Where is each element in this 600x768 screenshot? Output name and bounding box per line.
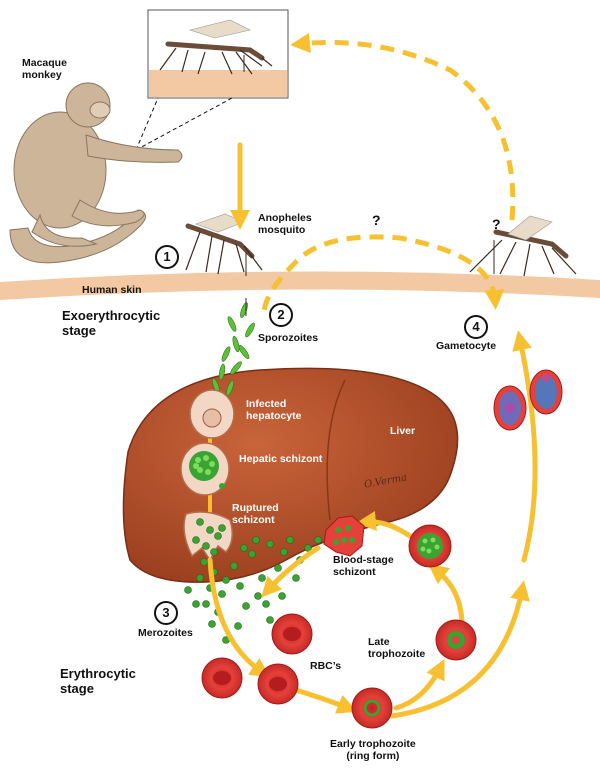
merozoite-dot [192,536,200,544]
label-exo-stage: Exoerythrocytic stage [62,308,161,338]
merozoite-dot [218,590,226,598]
step-1-badge: 1 [155,245,179,269]
merozoite-dot [240,544,248,552]
merozoite-dot [202,542,210,550]
step-3-badge: 3 [154,601,178,625]
rbc-2 [257,663,299,705]
merozoite-dot [214,532,222,540]
merozoite-dot [248,550,256,558]
rbc-1 [271,613,313,655]
rbc-merozoite [201,657,243,699]
rbc-group [201,515,477,729]
dashed-arrows [261,33,516,313]
merozoite-dot [196,574,204,582]
macaque-monkey [9,82,183,264]
human-skin-band [0,271,600,300]
merozoite-dot [206,526,214,534]
merozoite-dot [258,574,266,582]
merozoite-dot [230,562,238,570]
label-hepatic-schizont: Hepatic schizont [239,453,323,465]
late-trophozoite-cell [435,619,477,661]
ruptured-schizont [183,511,233,562]
label-macaque: Macaque monkey [22,57,67,81]
step-4-badge: 4 [464,315,488,339]
merozoite-dot [196,518,204,526]
step-2-badge: 2 [269,303,293,327]
merozoite-dot [278,592,286,600]
mosquito-inset [147,9,289,99]
merozoite-dot [234,622,242,630]
merozoite-dot [210,548,218,556]
label-infected-hepatocyte: Infected hepatocyte [246,398,302,422]
merozoite-dot [292,574,300,582]
gametocytes [493,369,563,431]
merozoite-dot [280,548,288,556]
anopheles-mosquito-2 [469,215,577,277]
rupturing-rbc [323,515,365,557]
merozoite-dot [274,564,282,572]
liver-lobe-line [326,379,346,521]
question-mark-left: ? [372,212,381,228]
hepatic-schizont [180,442,230,496]
merozoite-dot [286,536,294,544]
label-human-skin: Human skin [82,284,142,296]
merozoite-dot [252,536,260,544]
infected-hepatocyte [189,389,235,439]
merozoite-dot [254,592,262,600]
merozoite-dot [184,586,192,594]
anopheles-mosquito-1 [185,213,263,276]
cycle-arrows [207,142,538,719]
merozoite-dot [266,540,274,548]
merozoite-dot [192,600,200,608]
label-rbcs: RBC’s [310,660,342,672]
merozoite-dot [304,544,312,552]
merozoite-dot [242,602,250,610]
merozoite-dot [200,558,208,566]
label-merozoites: Merozoites [138,627,193,639]
merozoite-dot [208,620,216,628]
label-late-trophozoite: Late trophozoite [368,636,426,660]
label-ruptured-schizont: Ruptured schizont [232,502,279,526]
merozoite-dot [222,576,230,584]
merozoite-dot [314,536,322,544]
label-erythrocytic-stage: Erythrocytic stage [60,666,136,696]
label-anopheles: Anopheles mosquito [258,212,312,236]
label-gametocyte: Gametocyte [436,340,497,352]
label-liver: Liver [390,425,416,437]
question-mark-right: ? [492,216,501,232]
merozoite-dot [218,524,226,532]
inset-pointer-lines [135,97,233,151]
blood-stage-schizont-cell [408,524,452,568]
label-early-trophozoite: Early trophozoite (ring form) [330,738,416,762]
label-sporozoites: Sporozoites [258,332,319,344]
sporozoites [212,298,255,396]
merozoite-dot [236,582,244,590]
merozoite-dot [262,600,270,608]
label-blood-stage-schizont: Blood-stage schizont [333,554,394,578]
merozoite-dot [266,616,274,624]
merozoite-dot [202,600,210,608]
early-trophozoite-cell [351,687,393,729]
